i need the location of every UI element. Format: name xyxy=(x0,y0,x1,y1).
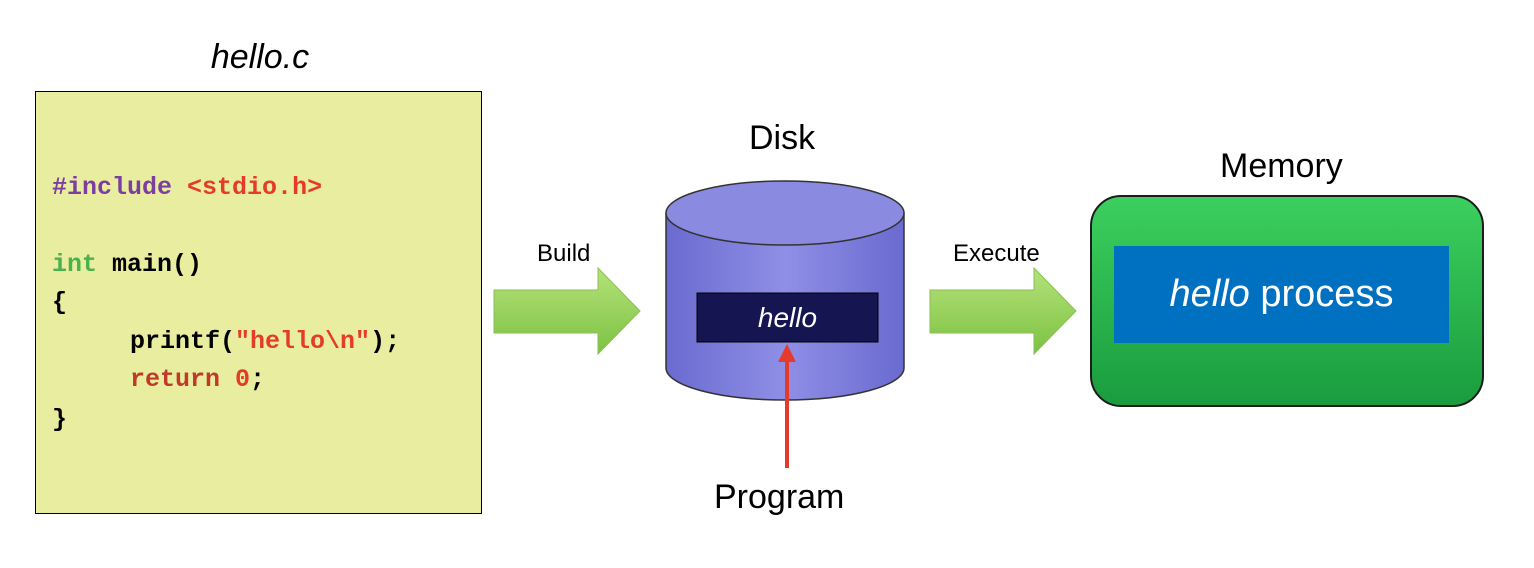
code-box: #include <stdio.h> int main() { printf("… xyxy=(35,91,482,514)
build-label: Build xyxy=(537,240,591,267)
include-directive: #include xyxy=(52,173,173,202)
process-suffix: process xyxy=(1249,273,1394,315)
process-label: hello process xyxy=(1114,246,1449,343)
memory-label: Memory xyxy=(1220,147,1343,185)
printf-end: ); xyxy=(370,327,401,356)
return-value: 0 xyxy=(235,365,251,394)
build-arrow xyxy=(493,266,641,356)
include-header: <stdio.h> xyxy=(187,173,323,202)
return-keyword: return xyxy=(130,365,221,394)
code-line-close-brace: } xyxy=(52,405,68,434)
return-end: ; xyxy=(250,365,266,394)
int-keyword: int xyxy=(52,250,98,279)
program-arrow xyxy=(778,344,796,468)
code-line-include: #include <stdio.h> xyxy=(52,175,322,200)
code-line-main: int main() xyxy=(52,252,202,277)
execute-arrow xyxy=(929,266,1077,356)
code-line-return: return 0; xyxy=(130,367,265,392)
program-label: Program xyxy=(714,478,845,516)
disk-file-label: hello xyxy=(757,302,818,333)
code-line-open-brace: { xyxy=(52,288,68,317)
execute-label: Execute xyxy=(953,240,1040,267)
file-title: hello.c xyxy=(210,38,310,76)
code-line-printf: printf("hello\n"); xyxy=(130,329,400,354)
printf-call: printf( xyxy=(130,327,236,356)
disk-label: Disk xyxy=(749,119,816,157)
process-name: hello xyxy=(1169,273,1250,315)
memory-box xyxy=(1090,195,1484,407)
main-signature: main() xyxy=(112,250,203,279)
printf-string: "hello\n" xyxy=(235,327,371,356)
disk-icon xyxy=(665,180,905,401)
